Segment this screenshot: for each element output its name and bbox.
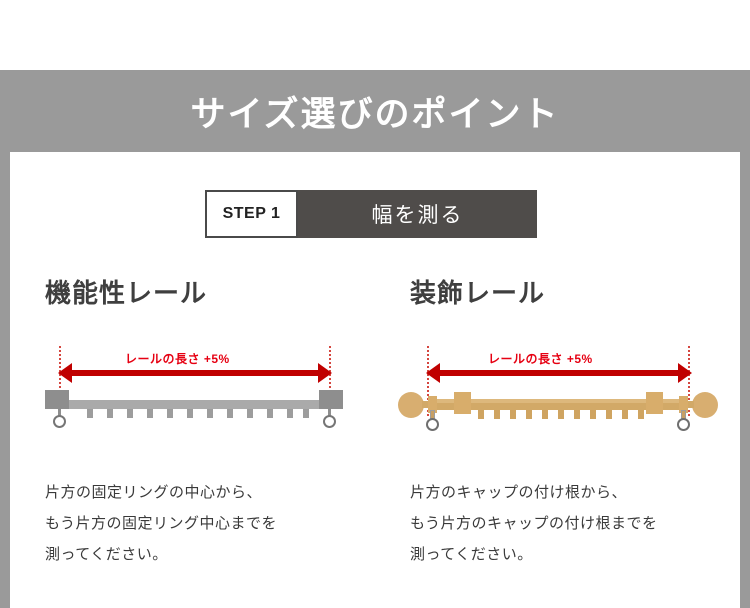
rail-runner bbox=[227, 409, 233, 418]
column-title-functional: 機能性レール bbox=[45, 278, 208, 308]
measure-arrow-head-left bbox=[426, 363, 440, 383]
rail-runner bbox=[267, 409, 273, 418]
page-title: サイズ選びのポイント bbox=[190, 94, 560, 134]
rail-runner bbox=[494, 410, 500, 419]
rail-runner bbox=[247, 409, 253, 418]
finial-neck-right bbox=[686, 401, 694, 408]
rail-runner bbox=[107, 409, 113, 418]
measure-arrow-head-right bbox=[678, 363, 692, 383]
fixed-ring-stem-left bbox=[58, 405, 61, 417]
rail-runner bbox=[167, 409, 173, 418]
diagram-functional-rail: レールの長さ +5% bbox=[45, 342, 375, 452]
rail-runner bbox=[558, 410, 564, 419]
measure-arrow-shaft bbox=[439, 370, 679, 376]
finial-neck-left bbox=[422, 401, 430, 408]
caption-line: もう片方のキャップの付け根までを bbox=[410, 514, 658, 532]
rail-runner bbox=[526, 410, 532, 419]
cap-collar-left bbox=[428, 396, 437, 413]
rail-end-cap-right bbox=[319, 390, 343, 409]
measure-label-functional: レールの長さ +5% bbox=[125, 352, 230, 366]
caption-line: もう片方の固定リング中心までを bbox=[45, 514, 278, 532]
rail-runner bbox=[542, 410, 548, 419]
rail-runner bbox=[478, 410, 484, 419]
fixed-ring-right bbox=[677, 418, 690, 431]
cap-collar-right bbox=[679, 396, 688, 413]
column-title-decorative: 装飾レール bbox=[410, 278, 546, 308]
step-bar: STEP 1 幅を測る bbox=[205, 190, 537, 238]
bracket-block-right bbox=[646, 392, 663, 414]
column-functional-rail: 機能性レール レールの長さ +5% bbox=[45, 272, 395, 570]
rail-runner bbox=[207, 409, 213, 418]
bracket-block-left bbox=[454, 392, 471, 414]
measure-arrow-head-left bbox=[58, 363, 72, 383]
step-number-badge: STEP 1 bbox=[205, 190, 298, 238]
finial-ball-right bbox=[692, 392, 718, 418]
rail-runner bbox=[574, 410, 580, 419]
rail-body-decorative bbox=[432, 399, 684, 410]
rail-runner bbox=[187, 409, 193, 418]
rail-runner bbox=[127, 409, 133, 418]
caption-line: 片方のキャップの付け根から、 bbox=[410, 484, 628, 501]
column-decorative-rail: 装飾レール レールの長さ +5% bbox=[398, 272, 750, 570]
fixed-ring-stem-right bbox=[328, 405, 331, 417]
rail-runner bbox=[590, 410, 596, 419]
fixed-ring-right bbox=[323, 415, 336, 428]
rail-runner bbox=[638, 410, 644, 419]
rail-end-cap-left bbox=[45, 390, 69, 409]
measure-label-decorative: レールの長さ +5% bbox=[488, 352, 593, 366]
measure-arrow-shaft bbox=[71, 370, 319, 376]
caption-line: 測ってください。 bbox=[410, 545, 533, 563]
caption-line: 測ってください。 bbox=[45, 545, 168, 563]
rail-runner bbox=[147, 409, 153, 418]
rail-runner bbox=[87, 409, 93, 418]
caption-decorative: 片方のキャップの付け根から、 もう片方のキャップの付け根までを 測ってください。 bbox=[410, 478, 750, 570]
rail-runner bbox=[606, 410, 612, 419]
measure-arrow-head-right bbox=[318, 363, 332, 383]
rail-runner bbox=[303, 409, 309, 418]
rail-body-functional bbox=[53, 400, 337, 409]
step-title: 幅を測る bbox=[298, 190, 537, 238]
fixed-ring-left bbox=[426, 418, 439, 431]
rail-runner bbox=[510, 410, 516, 419]
rail-runner bbox=[287, 409, 293, 418]
caption-functional: 片方の固定リングの中心から、 もう片方の固定リング中心までを 測ってください。 bbox=[45, 478, 395, 570]
diagram-decorative-rail: レールの長さ +5% bbox=[398, 342, 740, 452]
rail-runner bbox=[622, 410, 628, 419]
fixed-ring-left bbox=[53, 415, 66, 428]
finial-ball-left bbox=[398, 392, 424, 418]
caption-line: 片方の固定リングの中心から、 bbox=[45, 484, 263, 501]
rail-highlight bbox=[432, 399, 684, 403]
